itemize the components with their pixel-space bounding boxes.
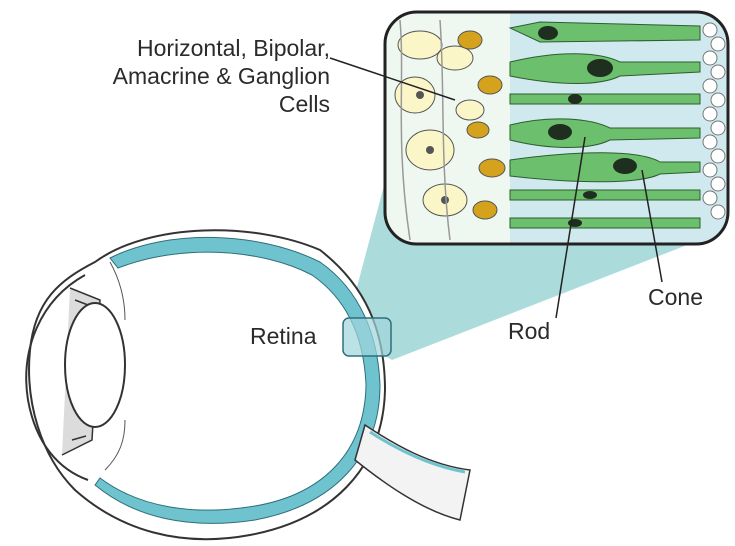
retina-label: Retina (250, 322, 316, 350)
cells-label-line3: Cells (40, 90, 330, 118)
rod-label: Rod (508, 317, 550, 345)
cells-label: Horizontal, Bipolar, Amacrine & Ganglion… (40, 34, 330, 118)
retina-inset (385, 12, 728, 244)
cells-label-line2: Amacrine & Ganglion (40, 62, 330, 90)
lens (65, 303, 125, 427)
cone-label: Cone (648, 283, 703, 311)
retina-patch (343, 318, 391, 356)
cells-label-line1: Horizontal, Bipolar, (40, 34, 330, 62)
optic-nerve (355, 425, 470, 520)
